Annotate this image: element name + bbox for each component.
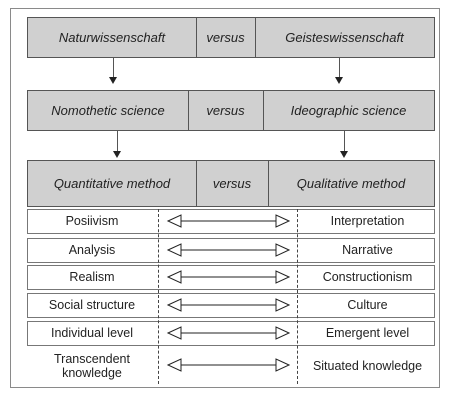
pair-left-1: Posiivism [65,214,119,229]
pair-right-5: Emergent level [325,326,410,341]
pair-left-5: Individual level [51,326,133,341]
pair-left-6: Transcendent knowledge [54,351,130,380]
arrow-shaft-right-1 [339,58,340,78]
double-arrow-icon-3 [166,270,291,284]
pair-right-3: Constructionism [322,270,413,285]
row1-versus-label: versus [206,30,245,45]
arrow-shaft-left-2 [117,131,118,152]
double-arrow-icon-6 [166,358,291,372]
row2-divider-left [188,91,189,130]
row3-divider-right [268,161,269,206]
row3-versus-label: versus [212,176,252,191]
row3-right-label: Qualitative method [296,176,406,191]
row2-right-label: Ideographic science [290,103,407,118]
double-arrow-icon-4 [166,298,291,312]
dashed-separator-right [297,209,298,384]
double-arrow-icon-5 [166,326,291,340]
pair-right-4: Culture [347,298,388,313]
double-arrow-icon-2 [166,243,291,257]
pair-row-box-3 [27,265,435,290]
row1-divider-left [196,18,197,57]
row3-box: Quantitative method versus Qualitative m… [27,160,435,207]
double-arrow-icon-1 [166,214,291,228]
row2-box: Nomothetic science versus Ideographic sc… [27,90,435,131]
row1-box: Naturwissenschaft versus Geisteswissensc… [27,17,435,58]
pair-right-1: Interpretation [330,214,405,229]
dashed-separator-left [158,209,159,384]
arrow-shaft-right-2 [344,131,345,152]
figure-frame [10,8,440,388]
row2-versus-label: versus [206,103,245,118]
arrow-head-left-2 [113,151,121,158]
arrow-head-right-2 [340,151,348,158]
pair-left-2: Analysis [68,243,116,258]
row3-left-label: Quantitative method [53,176,171,191]
pair-left-4: Social structure [48,298,136,313]
arrow-head-left-1 [109,77,117,84]
arrow-shaft-left-1 [113,58,114,78]
row2-left-label: Nomothetic science [51,103,165,118]
pair-right-2: Narrative [342,243,393,258]
arrow-head-right-1 [335,77,343,84]
pair-right-6: Situated knowledge [312,358,423,373]
row3-divider-left [196,161,197,206]
row2-divider-right [263,91,264,130]
row1-divider-right [255,18,256,57]
row1-left-label: Naturwissenschaft [58,30,166,45]
row1-right-label: Geisteswissenschaft [285,30,404,45]
pair-left-3: Realism [69,270,115,285]
